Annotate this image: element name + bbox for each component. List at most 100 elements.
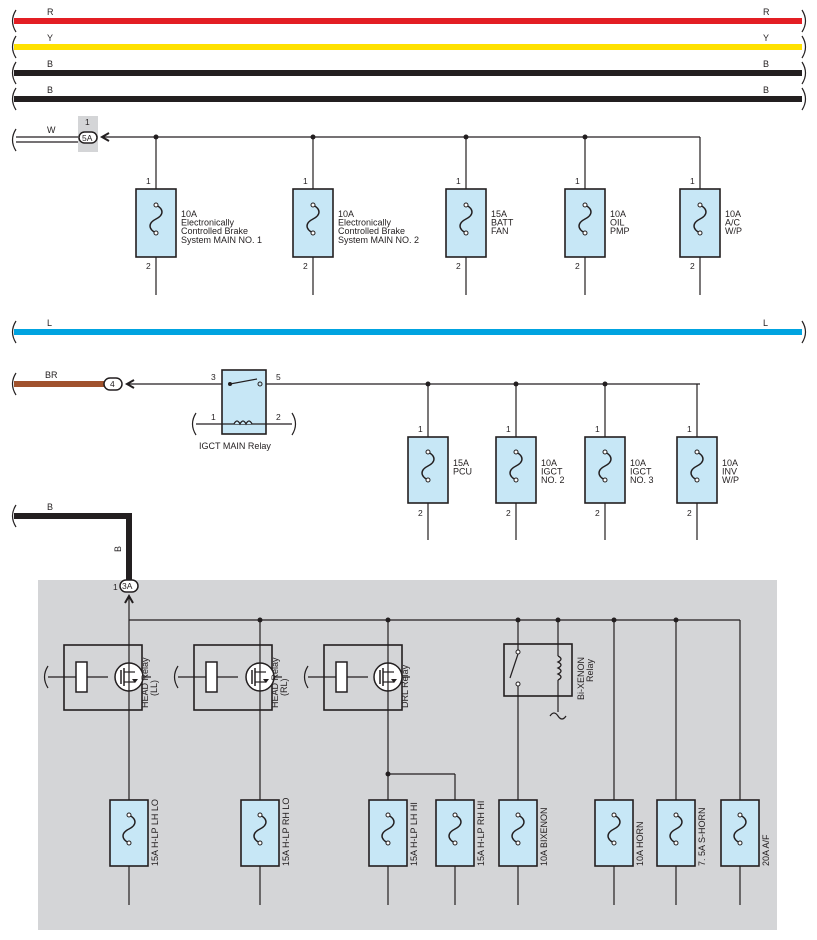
connector-3a (119, 579, 139, 593)
fuse-label: 15A H-LP RH LO (281, 798, 291, 866)
junction-panel (38, 580, 777, 930)
fuse-body (720, 799, 760, 867)
fuse-label-line: NO. 3 (630, 475, 654, 485)
fuse-label-line: A/C (725, 218, 741, 228)
fuse-label-line: 10A (725, 209, 741, 219)
relay-coil (556, 655, 562, 681)
fuse-label-line: Electronically (181, 218, 235, 228)
fuse-label-line: Controlled Brake (181, 226, 248, 236)
relay-label: Bi-XENON (576, 657, 586, 700)
fuse-label-line: 10A (722, 458, 738, 468)
connector-3a-pin: 1 (113, 582, 118, 592)
fuse-label-line: 15A (453, 458, 469, 468)
fuse-label-line: FAN (491, 226, 509, 236)
fuse-label-line: PCU (453, 467, 472, 477)
fuse-label-line: IGCT (541, 467, 563, 477)
fuse-pin-bottom: 2 (456, 261, 461, 271)
fuse-body (495, 436, 537, 504)
igct-pin-2: 2 (276, 412, 281, 422)
wire-label-b2-left: B (47, 85, 53, 95)
fuse-pin-top: 1 (456, 176, 461, 186)
connector-4 (103, 377, 123, 391)
section-2: BR 4 3 5 1 2 IGCT MAIN Relay 1215APCU121… (11, 369, 739, 540)
fuse-label-line: PMP (610, 226, 630, 236)
fuse-pin-top: 1 (687, 424, 692, 434)
relay-label: DRL Relay (400, 664, 410, 708)
wire-label-l-right: L (763, 318, 768, 328)
fuse-label-line: BATT (491, 218, 514, 228)
fuse-label: 10A BIXENON (539, 807, 549, 866)
fuse-body (445, 188, 487, 258)
fuse-label-line: W/P (725, 226, 742, 236)
igct-pin-1: 1 (211, 412, 216, 422)
fuse-label-line: 10A (338, 209, 354, 219)
fuse-label-line: Controlled Brake (338, 226, 405, 236)
fuse-body (109, 799, 149, 867)
wire-break-marks (11, 9, 807, 111)
fuse-s3-3: 15A H-LP LH HI (368, 799, 419, 867)
wire-label-y-left: Y (47, 33, 53, 43)
wire-label-y-right: Y (763, 33, 769, 43)
fuse-body (594, 799, 634, 867)
fuse-body (656, 799, 696, 867)
fuse-s3-4: 15A H-LP RH HI (435, 799, 486, 867)
igct-pin-5: 5 (276, 372, 281, 382)
fuse-pin-top: 1 (506, 424, 511, 434)
fuse-label: 20A A/F (761, 834, 771, 866)
wire-label-br: BR (45, 370, 58, 380)
fuse-body (676, 436, 718, 504)
relay-label-2: (RL) (279, 678, 289, 696)
connector-5a-pin: 1 (85, 117, 90, 127)
fuse-label-line: NO. 2 (541, 475, 565, 485)
fuse-pin-top: 1 (146, 176, 151, 186)
igct-relay-label: IGCT MAIN Relay (199, 441, 271, 451)
fuse-pin-top: 1 (575, 176, 580, 186)
section-3: B B 1 3A HEAD Relay(LL)HEAD Relay(RL)DRL… (11, 502, 777, 930)
fuse-pin-bottom: 2 (303, 261, 308, 271)
fuse-label-line: Electronically (338, 218, 392, 228)
wire-black-thick (14, 513, 132, 580)
connector-4-label: 4 (110, 379, 115, 389)
fuse-s3-8: 20A A/F (720, 799, 771, 867)
fuse-label-line: System MAIN NO. 1 (181, 235, 262, 245)
relay-label-2: (LL) (149, 680, 159, 696)
fuse-body (135, 188, 177, 258)
fuse-label-line: IGCT (630, 467, 652, 477)
fuse-label: 15A H-LP LH LO (150, 799, 160, 866)
fuse-pin-bottom: 2 (690, 261, 695, 271)
igct-main-relay: 3 5 1 2 IGCT MAIN Relay (191, 369, 297, 451)
fuse-pin-bottom: 2 (687, 508, 692, 518)
fuse-label-line: 10A (630, 458, 646, 468)
connector-5a (78, 131, 98, 144)
fuse-body (584, 436, 626, 504)
fuse-pin-top: 1 (418, 424, 423, 434)
fuse-pin-bottom: 2 (146, 261, 151, 271)
fuse-body (240, 799, 280, 867)
fuse-pin-top: 1 (595, 424, 600, 434)
fuse-label: 10A HORN (635, 821, 645, 866)
connector-3a-label: 3A (122, 581, 133, 591)
fuse-label-line: System MAIN NO. 2 (338, 235, 419, 245)
igct-pin-3: 3 (211, 372, 216, 382)
wire-label-r-left: R (47, 7, 54, 17)
relay-label: HEAD Relay (270, 657, 280, 708)
fuse-label-line: 10A (541, 458, 557, 468)
wire-label-r-right: R (763, 7, 770, 17)
fuse-s3-2: 15A H-LP RH LO (240, 798, 291, 867)
fuse-pin-top: 1 (303, 176, 308, 186)
fuse-label: 15A H-LP LH HI (409, 802, 419, 866)
fuse-s3-1: 15A H-LP LH LO (109, 799, 160, 867)
fuse-pin-bottom: 2 (506, 508, 511, 518)
fuse-label-line: W/P (722, 475, 739, 485)
